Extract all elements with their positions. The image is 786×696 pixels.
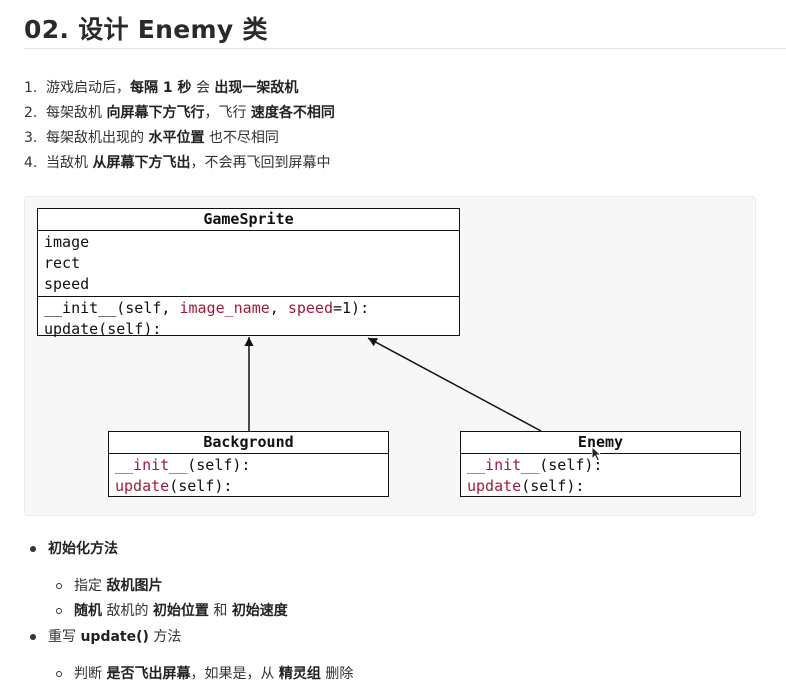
bold-text: 从屏幕下方飞出 xyxy=(92,155,191,171)
note-update-item: 判断 是否飞出屏幕，如果是，从 精灵组 删除 xyxy=(30,662,353,687)
uml-class-enemy: Enemy __init__(self): update(self): xyxy=(460,431,741,497)
uml-class-gamesprite: GameSprite image rect speed __init__(sel… xyxy=(37,208,460,338)
bold-text: 速度各不相同 xyxy=(250,105,335,121)
text: 当敌机 xyxy=(46,155,93,171)
requirement-item: 1. 游戏启动后，每隔 1 秒 会 出现一架敌机 xyxy=(24,76,335,101)
requirement-item: 3. 每架敌机出现的 水平位置 也不尽相同 xyxy=(24,126,335,151)
method-update: update(self): xyxy=(467,477,585,495)
note-init-item-random: 随机 敌机的 初始位置 和 初始速度 xyxy=(30,599,353,624)
note-init-item-image: 指定 敌机图片 xyxy=(30,574,353,599)
bullet-icon xyxy=(30,634,36,640)
bold-text: 水平位置 xyxy=(148,130,205,146)
requirement-item: 4. 当敌机 从屏幕下方飞出，不会再飞回到屏幕中 xyxy=(24,151,335,176)
requirement-item: 2. 每架敌机 向屏幕下方飞行，飞行 速度各不相同 xyxy=(24,101,335,126)
bold-text: 向屏幕下方飞行 xyxy=(106,105,205,121)
title-divider xyxy=(24,48,786,49)
page-title: 02. 设计 Enemy 类 xyxy=(24,15,268,44)
class-name-background: Background xyxy=(109,432,388,454)
note-override-update: 重写 update() 方法 xyxy=(30,624,353,650)
list-number: 3. xyxy=(24,130,38,146)
method-init: __init__(self): xyxy=(467,456,603,474)
bold-text: 每隔 1 秒 xyxy=(130,80,192,96)
method-init: __init__(self): xyxy=(115,456,251,474)
text: 每架敌机 xyxy=(46,105,107,121)
text: 也不尽相同 xyxy=(204,130,279,146)
gamesprite-methods: __init__(self, image_name, speed=1): upd… xyxy=(38,296,459,341)
text: ，飞行 xyxy=(204,105,251,121)
method-update: update(self): xyxy=(44,320,162,338)
uml-class-background: Background __init__(self): update(self): xyxy=(108,431,389,497)
bold-text: 出现一架敌机 xyxy=(214,80,299,96)
circle-bullet-icon xyxy=(56,671,62,677)
mouse-cursor-icon xyxy=(591,446,603,462)
background-methods: __init__(self): update(self): xyxy=(109,454,388,498)
circle-bullet-icon xyxy=(56,608,62,614)
text: 游戏启动后， xyxy=(46,80,130,96)
text: ，不会再飞回到屏幕中 xyxy=(190,155,331,171)
circle-bullet-icon xyxy=(56,583,62,589)
text: 每架敌机出现的 xyxy=(46,130,149,146)
method-init: __init__(self, image_name, speed=1): xyxy=(44,299,370,317)
class-name-enemy: Enemy xyxy=(461,432,740,454)
attribute-image: image xyxy=(44,233,90,251)
attribute-speed: speed xyxy=(44,275,90,293)
text: 会 xyxy=(191,80,215,96)
gamesprite-attributes: image rect speed xyxy=(38,231,459,296)
note-init-methods: 初始化方法 xyxy=(30,536,353,562)
notes-list: 初始化方法 指定 敌机图片 随机 敌机的 初始位置 和 初始速度 重写 upda… xyxy=(30,536,353,687)
method-update: update(self): xyxy=(115,477,233,495)
list-number: 1. xyxy=(24,80,38,96)
class-name-gamesprite: GameSprite xyxy=(38,209,459,231)
enemy-methods: __init__(self): update(self): xyxy=(461,454,740,498)
bullet-icon xyxy=(30,546,36,552)
requirements-list: 1. 游戏启动后，每隔 1 秒 会 出现一架敌机 2. 每架敌机 向屏幕下方飞行，飞行… xyxy=(24,76,335,176)
list-number: 4. xyxy=(24,155,38,171)
attribute-rect: rect xyxy=(44,254,81,272)
list-number: 2. xyxy=(24,105,38,121)
